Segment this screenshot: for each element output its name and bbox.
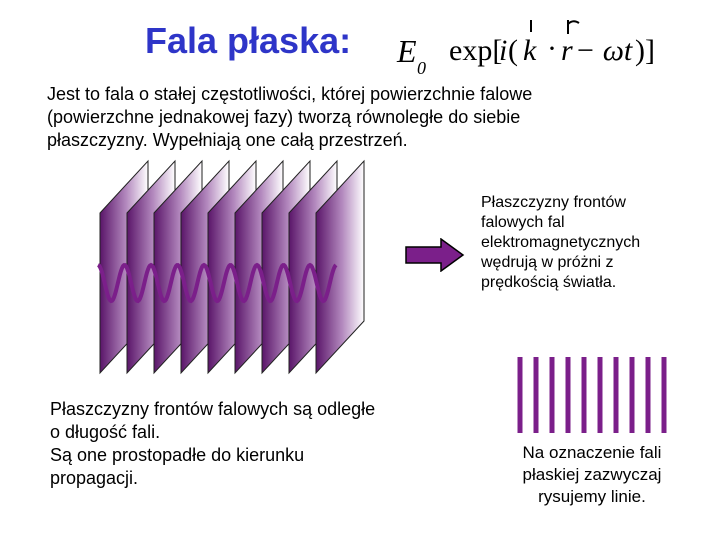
sine-wave: [97, 262, 338, 304]
description-line: Są one prostopadłe do kierunku: [50, 445, 305, 465]
formula-dot: ·: [547, 32, 557, 65]
vector-mark-r-hook: [567, 20, 580, 25]
description-line: propagacji.: [50, 468, 139, 488]
formula-open-paren: (: [508, 34, 518, 67]
description-line: Płaszczyzny frontów falowych są odległe: [50, 399, 376, 419]
wavefront-planes-illustration: [97, 159, 365, 375]
planes-caption: Płaszczyzny frontów falowych fal elektro…: [481, 194, 641, 291]
description-line: o długość fali.: [50, 422, 161, 442]
formula-r: r: [561, 34, 573, 67]
plane-wave-formula: E 0 exp[ i ( k · r − ωt )]: [396, 20, 655, 78]
formula-amplitude: E: [396, 33, 417, 69]
formula-subscript: 0: [417, 58, 426, 78]
formula-imag: i: [499, 34, 507, 67]
plane-wave-lines-illustration: [517, 357, 667, 433]
formula-omega-t: − ωt: [575, 34, 633, 67]
wavefront-description: Płaszczyzny frontów falowych są odległe …: [50, 398, 430, 490]
right-arrow-icon: [405, 238, 465, 272]
intro-text: Jest to fala o stałej częstotliwości, kt…: [47, 84, 533, 150]
wavefront-plane: [315, 159, 365, 375]
formula-close: )]: [635, 34, 655, 67]
lines-caption: Na oznaczenie fali płaskiej zazwyczaj ry…: [522, 443, 662, 506]
formula-k: k: [523, 34, 537, 67]
slide-title: Fala płaska:: [145, 20, 352, 61]
formula-exp: exp[: [449, 34, 502, 67]
